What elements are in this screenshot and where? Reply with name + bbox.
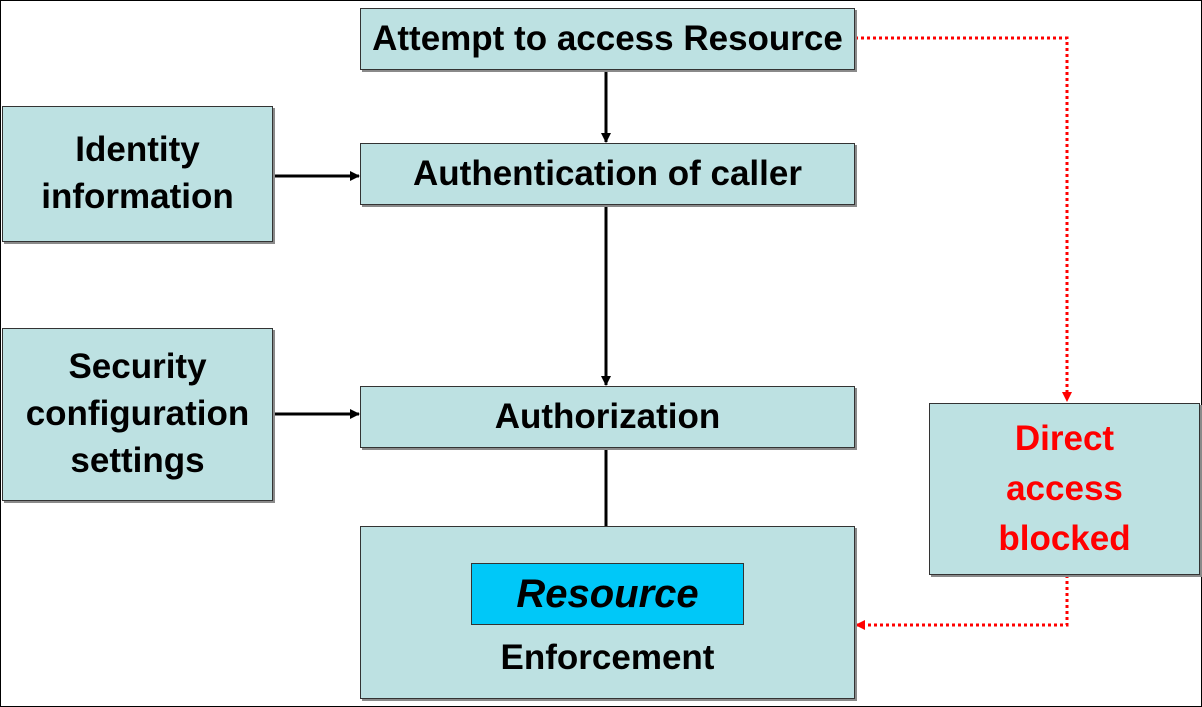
- identity-line-1: Identity: [75, 130, 200, 170]
- security-settings-label: Security configuration settings: [26, 344, 250, 485]
- blocked-line-3: blocked: [998, 518, 1131, 558]
- dotted-arrow-blocked-to-enforcement: [855, 575, 1069, 630]
- attempt-access-label: Attempt to access Resource: [372, 19, 843, 58]
- security-line-2: configuration: [25, 394, 250, 434]
- dotted-arrow-attempt-to-blocked: [855, 36, 1072, 402]
- authentication-box: Authentication of caller: [360, 143, 855, 205]
- authorization-label: Authorization: [494, 397, 721, 436]
- resource-box: Resource: [471, 563, 744, 625]
- identity-line-2: information: [41, 177, 234, 216]
- authorization-box: Authorization: [360, 386, 855, 448]
- direct-access-blocked-label: Direct access blocked: [998, 414, 1130, 563]
- enforcement-label: Enforcement: [500, 638, 715, 677]
- blocked-line-2: access: [1006, 469, 1123, 509]
- security-line-1: Security: [68, 347, 207, 387]
- resource-label: Resource: [516, 572, 699, 616]
- enforcement-box: Resource Enforcement: [360, 526, 855, 699]
- blocked-line-1: Direct: [1014, 419, 1115, 459]
- authentication-label: Authentication of caller: [413, 154, 802, 193]
- direct-access-blocked-box: Direct access blocked: [929, 403, 1200, 575]
- identity-information-box: Identity information: [2, 106, 273, 242]
- identity-information-label: Identity information: [41, 127, 233, 221]
- security-settings-box: Security configuration settings: [2, 328, 273, 501]
- security-line-3: settings: [70, 440, 205, 480]
- attempt-access-box: Attempt to access Resource: [360, 8, 855, 70]
